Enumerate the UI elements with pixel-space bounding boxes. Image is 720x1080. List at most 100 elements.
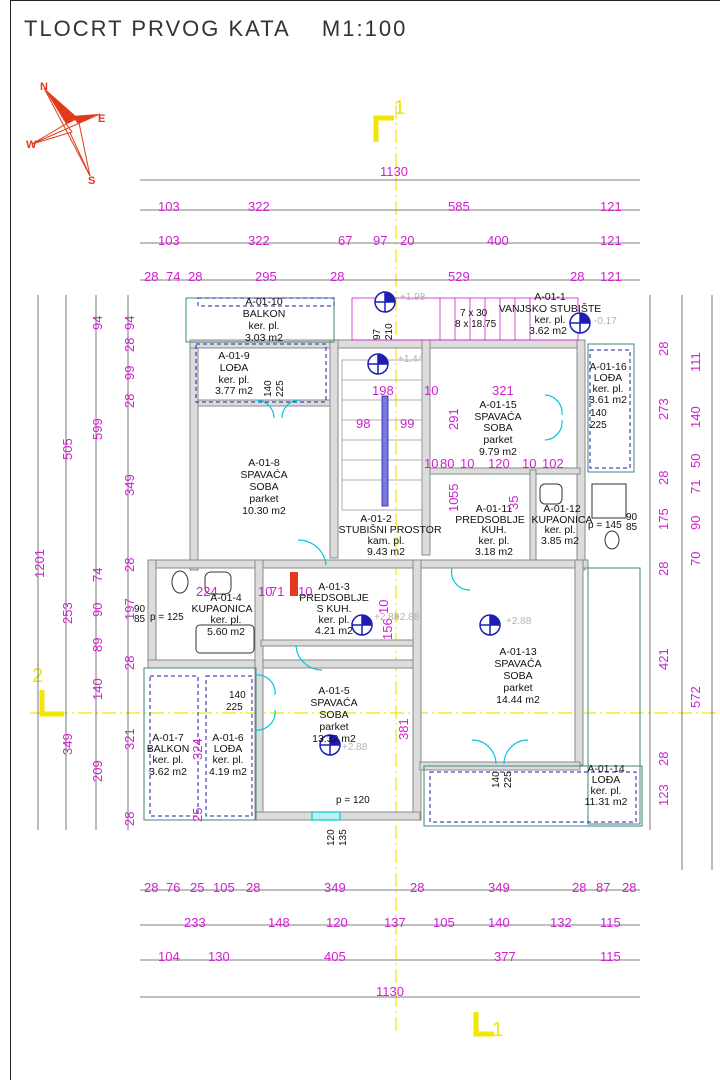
- svg-text:3.85 m2: 3.85 m2: [541, 535, 579, 547]
- svg-text:A-01-9: A-01-9: [218, 350, 250, 362]
- dim-text: 20: [400, 233, 414, 248]
- svg-text:9.43 m2: 9.43 m2: [367, 546, 405, 558]
- dim-text: 121: [600, 233, 622, 248]
- svg-text:A-01-11: A-01-11: [476, 503, 513, 515]
- svg-text:ker. pl.: ker. pl.: [591, 785, 622, 797]
- dim-text: 137: [384, 915, 406, 930]
- svg-text:parket: parket: [483, 434, 512, 446]
- doors: [254, 394, 563, 821]
- dim-text: 28: [622, 880, 636, 895]
- svg-text:ker. pl.: ker. pl.: [535, 314, 566, 326]
- svg-text:SPAVAĆA: SPAVAĆA: [494, 657, 541, 670]
- dim-text: 130: [208, 949, 230, 964]
- dim-text: 405: [324, 949, 346, 964]
- bathroom-fixtures: [171, 483, 627, 654]
- svg-text:14.44 m2: 14.44 m2: [496, 694, 540, 706]
- svg-text:140: 140: [590, 408, 607, 419]
- svg-text:85: 85: [134, 614, 146, 625]
- svg-text:-0.17: -0.17: [594, 316, 617, 327]
- sink-icon: [539, 483, 563, 505]
- dim-text: 94: [90, 316, 105, 330]
- svg-text:ker. pl.: ker. pl.: [479, 535, 510, 547]
- svg-text:90: 90: [134, 604, 146, 615]
- svg-text:A-01-6: A-01-6: [212, 732, 244, 744]
- svg-text:ker. pl.: ker. pl.: [249, 320, 280, 332]
- svg-text:210: 210: [384, 323, 395, 340]
- dim-text: 89: [90, 638, 105, 652]
- svg-text:140: 140: [491, 771, 502, 788]
- wall-segment: [412, 559, 422, 821]
- dim-text: 28: [144, 880, 158, 895]
- dim-text: 377: [494, 949, 516, 964]
- compass-n: N: [40, 81, 48, 93]
- svg-text:90: 90: [626, 512, 638, 523]
- level-labels: +2.88 +2.88 +2.88 +2.88 +1.44 +1.98 -0.1…: [342, 292, 617, 753]
- dim-text: 529: [448, 269, 470, 284]
- svg-text:p = 145: p = 145: [588, 520, 622, 531]
- dim-text: 25: [190, 880, 204, 895]
- svg-text:ker. pl.: ker. pl.: [211, 614, 242, 626]
- svg-text:3.18 m2: 3.18 m2: [475, 546, 513, 558]
- dim-text: 76: [166, 880, 180, 895]
- svg-text:parket: parket: [503, 682, 532, 694]
- svg-text:3.62 m2: 3.62 m2: [529, 325, 567, 337]
- svg-text:PREDSOBLJE: PREDSOBLJE: [455, 514, 524, 526]
- level-marker-icon: [351, 614, 373, 636]
- svg-text:SPAVAĆA: SPAVAĆA: [310, 696, 357, 709]
- svg-text:A-01-4: A-01-4: [210, 592, 242, 604]
- svg-text:+2.88: +2.88: [506, 616, 532, 627]
- dim-text: 28: [122, 558, 137, 572]
- svg-text:A-01-13: A-01-13: [499, 646, 537, 658]
- dim-text: 28: [122, 394, 137, 408]
- level-marker-icon: [319, 734, 341, 756]
- axis-2-label: 2: [32, 665, 43, 687]
- wall-segment: [147, 559, 589, 569]
- svg-text:80: 80: [440, 456, 454, 471]
- svg-text:225: 225: [590, 420, 607, 431]
- level-marker-icon: [479, 614, 501, 636]
- svg-text:9.79 m2: 9.79 m2: [479, 446, 517, 458]
- bottom-dimensions: 28 76 25 105 28 349 28 349 28 87 28 233 …: [144, 880, 636, 999]
- svg-text:LOĐA: LOĐA: [214, 743, 243, 755]
- svg-text:10: 10: [522, 456, 536, 471]
- svg-text:324: 324: [190, 738, 205, 760]
- dim-text: 28: [144, 269, 158, 284]
- dim-text: 349: [60, 733, 75, 755]
- svg-text:LOĐA: LOĐA: [220, 362, 249, 374]
- wall-segment: [197, 399, 331, 407]
- svg-text:102: 102: [542, 456, 564, 471]
- svg-text:BALKON: BALKON: [147, 743, 190, 755]
- dim-text: 28: [122, 812, 137, 826]
- svg-text:ker. pl.: ker. pl.: [153, 754, 184, 766]
- svg-text:ker. pl.: ker. pl.: [545, 524, 576, 536]
- svg-text:parket: parket: [249, 493, 278, 505]
- dim-text: 67: [338, 233, 352, 248]
- dim-text: 28: [656, 471, 671, 485]
- svg-text:ker. pl.: ker. pl.: [213, 754, 244, 766]
- svg-text:SPAVAĆA: SPAVAĆA: [240, 468, 287, 481]
- svg-text:7 x 30: 7 x 30: [460, 308, 488, 319]
- svg-text:8 x 18.75: 8 x 18.75: [455, 319, 497, 330]
- dim-text: 121: [600, 269, 622, 284]
- svg-text:10: 10: [298, 584, 312, 599]
- svg-text:13.32 m2: 13.32 m2: [312, 733, 356, 745]
- dim-text: 115: [600, 915, 621, 930]
- svg-text:SOBA: SOBA: [503, 670, 532, 682]
- shower-icon: [591, 483, 627, 519]
- svg-text:A-01-14: A-01-14: [587, 763, 625, 775]
- dim-text: 322: [248, 233, 270, 248]
- dim-text: 74: [166, 269, 180, 284]
- svg-text:ker. pl.: ker. pl.: [319, 614, 350, 626]
- svg-text:198: 198: [372, 383, 394, 398]
- svg-text:225: 225: [275, 380, 286, 397]
